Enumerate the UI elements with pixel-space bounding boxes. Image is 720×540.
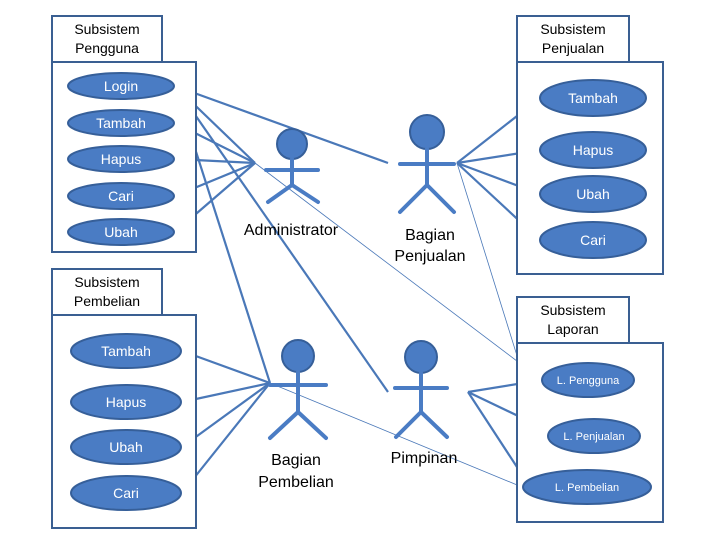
subsystem-penjualan: Subsistem Penjualan Tambah Hapus Ubah Ca… (516, 15, 664, 275)
actor-pimpinan-label: Pimpinan (391, 450, 458, 467)
actor-bagian-pembelian-leg-right (296, 410, 328, 440)
actor-administrator[interactable]: Administrator (244, 128, 339, 239)
line-login-pimpinan (174, 85, 389, 393)
actor-bagian-penjualan-head (409, 114, 445, 150)
subsystem-laporan-title-1: Subsistem (540, 302, 605, 318)
actor-administrator-label: Administrator (244, 222, 339, 239)
actor-pimpinan-leg-left (394, 410, 423, 439)
usecase-laporan-penjualan[interactable] (547, 418, 641, 454)
subsystem-pembelian-tab (51, 268, 163, 316)
subsystem-laporan-title-2: Laporan (547, 321, 598, 337)
actor-administrator-leg-left (266, 183, 294, 204)
actor-bagian-penjualan-leg-right (425, 183, 456, 214)
usecase-penjualan-cari[interactable] (539, 221, 647, 259)
usecase-laporan-penjualan-label: L. Penjualan (563, 431, 624, 443)
actor-pimpinan-leg-right (419, 410, 449, 439)
usecase-pengguna-cari[interactable] (67, 182, 175, 210)
usecase-penjualan-ubah[interactable] (539, 175, 647, 213)
usecase-pembelian-ubah-label: Ubah (109, 439, 142, 455)
subsystem-penjualan-tab (516, 15, 630, 63)
actor-bagian-pembelian-label-1: Bagian (271, 452, 321, 469)
subsystem-pembelian-title-1: Subsistem (74, 274, 139, 290)
usecase-login-label: Login (104, 78, 138, 94)
line-admin-lpengguna (254, 162, 543, 381)
actor-bagian-penjualan-leg-left (398, 183, 429, 214)
actor-bagian-pembelian-label-2: Pembelian (258, 474, 334, 491)
usecase-pembelian-tambah-label: Tambah (101, 343, 151, 359)
actor-bagian-pembelian-head (281, 339, 315, 373)
usecase-penjualan-hapus[interactable] (539, 131, 647, 169)
subsystem-pengguna-title-1: Subsistem (74, 21, 139, 37)
usecase-penjualan-cari-label: Cari (580, 232, 606, 248)
usecase-penjualan-tambah[interactable] (539, 79, 647, 117)
usecase-pengguna-tambah[interactable] (67, 109, 175, 137)
actor-administrator-head (276, 128, 308, 160)
usecase-pengguna-cari-label: Cari (108, 188, 134, 204)
usecase-pembelian-tambah[interactable] (70, 333, 182, 369)
line-login-penjualan (174, 84, 389, 165)
actor-pimpinan[interactable]: Pimpinan (391, 340, 458, 467)
usecase-pembelian-cari[interactable] (70, 475, 182, 511)
subsystem-laporan: Subsistem Laporan L. Pengguna L. Penjual… (516, 296, 664, 523)
actor-bagian-pembelian[interactable]: Bagian Pembelian (258, 339, 334, 491)
actor-bagian-penjualan-label-1: Bagian (405, 227, 455, 244)
usecase-laporan-pembelian-label: L. Pembelian (555, 482, 619, 494)
usecase-pembelian-ubah[interactable] (70, 429, 182, 465)
actor-administrator-leg-right (290, 183, 320, 204)
usecase-laporan-pengguna[interactable] (541, 362, 635, 398)
subsystem-pembelian: Subsistem Pembelian Tambah Hapus Ubah Ca… (51, 268, 197, 529)
usecase-penjualan-tambah-label: Tambah (568, 90, 618, 106)
subsystem-penjualan-title-2: Penjualan (542, 40, 604, 56)
usecase-pengguna-hapus[interactable] (67, 145, 175, 173)
subsystem-pengguna: Subsistem Pengguna Login Tambah Hapus Ca… (51, 15, 197, 253)
actor-bagian-pembelian-leg-left (268, 410, 300, 440)
usecase-pembelian-hapus[interactable] (70, 384, 182, 420)
subsystem-penjualan-title-1: Subsistem (540, 21, 605, 37)
associations (173, 84, 561, 494)
usecase-pengguna-ubah[interactable] (67, 218, 175, 246)
usecase-pengguna-hapus-label: Hapus (101, 151, 141, 167)
usecase-pembelian-hapus-label: Hapus (106, 394, 146, 410)
usecase-penjualan-hapus-label: Hapus (573, 142, 613, 158)
usecase-pembelian-cari-label: Cari (113, 485, 139, 501)
usecase-login[interactable] (67, 72, 175, 100)
usecase-laporan-pengguna-label: L. Pengguna (557, 375, 620, 387)
actor-bagian-penjualan[interactable]: Bagian Penjualan (394, 114, 466, 265)
subsystem-laporan-tab (516, 296, 630, 344)
usecase-pengguna-ubah-label: Ubah (104, 224, 137, 240)
usecase-laporan-pembelian[interactable] (522, 469, 652, 505)
subsystem-pengguna-title-2: Pengguna (75, 40, 139, 56)
usecase-pengguna-tambah-label: Tambah (96, 115, 146, 131)
subsystem-pembelian-title-2: Pembelian (74, 293, 140, 309)
usecase-penjualan-ubah-label: Ubah (576, 186, 609, 202)
actor-pimpinan-head (404, 340, 438, 374)
actor-bagian-penjualan-label-2: Penjualan (394, 248, 465, 265)
